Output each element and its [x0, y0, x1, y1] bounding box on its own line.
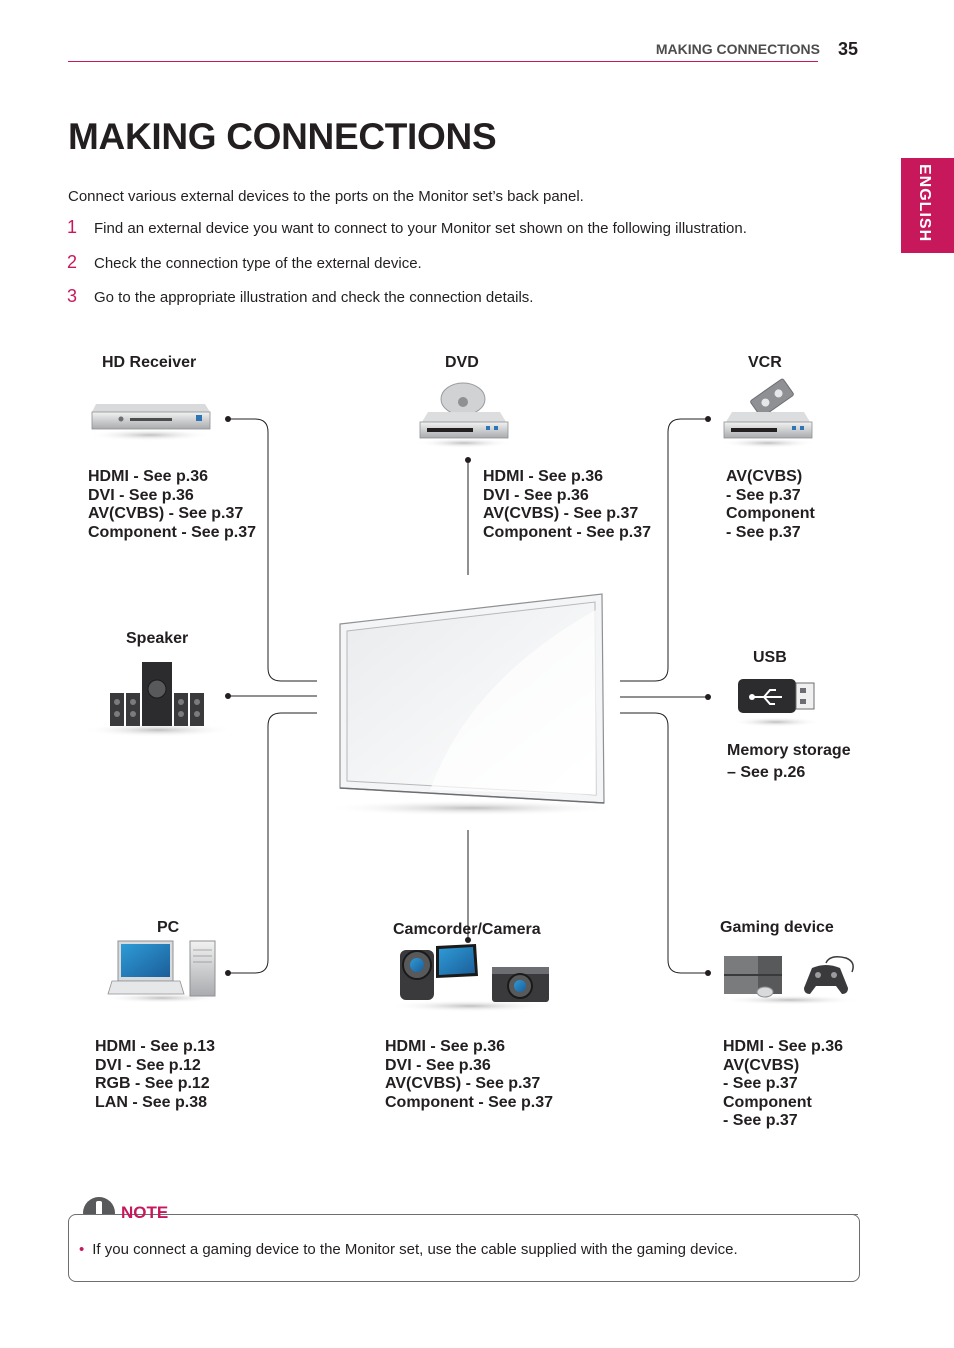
pc-illustration: [102, 940, 222, 1003]
connection-line: Component - See p.37: [88, 523, 257, 541]
label-hd-receiver: HD Receiver: [102, 354, 197, 371]
connection-line: DVI - See p.12: [95, 1056, 201, 1074]
label-gaming-device: Gaming device: [720, 919, 834, 936]
note-label: NOTE: [121, 1203, 169, 1222]
pc-connections: HDMI - See p.13 DVI - See p.12 RGB - See…: [95, 1038, 215, 1112]
page-number: 35: [838, 39, 859, 59]
hd-receiver-illustration: [88, 404, 212, 441]
label-usb: USB: [753, 649, 787, 666]
connection-line: DVI - See p.36: [88, 486, 194, 504]
connection-line: - See p.37: [726, 486, 801, 504]
gaming-device-illustration: [720, 956, 860, 1005]
connection-line: Component: [726, 505, 815, 523]
camcorder-camera-illustration: [390, 944, 550, 1012]
hd-receiver-connections: HDMI - See p.36 DVI - See p.36 AV(CVBS) …: [88, 468, 256, 542]
note-text: • If you connect a gaming device to the M…: [79, 1241, 738, 1258]
connection-line: RGB - See p.12: [95, 1075, 210, 1093]
step-text: Go to the appropriate illustration and c…: [94, 289, 534, 306]
label-vcr: VCR: [748, 354, 782, 371]
note-box: [68, 1214, 860, 1282]
language-tab: ENGLISH: [901, 158, 954, 253]
step-text: Find an external device you want to conn…: [94, 220, 747, 237]
note-body: If you connect a gaming device to the Mo…: [92, 1241, 738, 1258]
connection-line: - See p.37: [723, 1112, 798, 1130]
usb-connections: Memory storage – See p.26: [727, 740, 851, 784]
dvd-player-illustration: [416, 382, 512, 448]
connection-line: Memory storage: [727, 742, 851, 759]
label-camcorder: Camcorder/Camera: [393, 921, 541, 938]
page-title: MAKING CONNECTIONS: [68, 116, 497, 157]
connection-line: DVI - See p.36: [385, 1056, 491, 1074]
label-pc: PC: [157, 919, 180, 936]
step-number: 3: [67, 286, 78, 306]
running-header-section: MAKING CONNECTIONS: [655, 41, 820, 57]
connection-line: AV(CVBS): [726, 468, 803, 485]
step-text: Check the connection type of the externa…: [94, 255, 422, 272]
monitor-illustration: [322, 593, 622, 816]
connection-dots: [225, 416, 711, 976]
connection-line: DVI - See p.36: [483, 486, 589, 504]
connection-lines: [228, 418, 708, 974]
speaker-illustration: [83, 662, 233, 737]
usb-stick-illustration: [731, 679, 821, 727]
camcorder-connections: HDMI - See p.36 DVI - See p.36 AV(CVBS) …: [385, 1038, 553, 1112]
vcr-illustration: [720, 378, 816, 448]
bullet-icon: •: [79, 1241, 85, 1258]
note-rule: [190, 1214, 858, 1215]
connection-line: Component - See p.37: [385, 1093, 554, 1111]
connection-line: Component - See p.37: [483, 523, 652, 541]
connection-line: HDMI - See p.36: [88, 468, 209, 485]
connection-line: - See p.37: [723, 1075, 798, 1093]
label-speaker: Speaker: [126, 630, 189, 647]
connection-line: LAN - See p.38: [95, 1093, 208, 1111]
connection-line: AV(CVBS) - See p.37: [385, 1075, 541, 1093]
connection-line: AV(CVBS): [723, 1056, 800, 1074]
connection-line: HDMI - See p.36: [723, 1038, 844, 1055]
vcr-connections: AV(CVBS) - See p.37 Component - See p.37: [726, 468, 815, 542]
label-dvd: DVD: [445, 354, 479, 371]
connection-line: - See p.37: [726, 523, 801, 541]
connection-line: HDMI - See p.13: [95, 1038, 216, 1055]
connection-line: – See p.26: [727, 764, 806, 781]
gaming-connections: HDMI - See p.36 AV(CVBS) - See p.37 Comp…: [723, 1038, 843, 1131]
step-number: 2: [67, 252, 78, 272]
header-rule: [68, 61, 818, 62]
intro-text: Connect various external devices to the …: [68, 188, 584, 205]
connection-line: HDMI - See p.36: [483, 468, 604, 485]
connection-line: Component: [723, 1093, 812, 1111]
dvd-connections: HDMI - See p.36 DVI - See p.36 AV(CVBS) …: [483, 468, 651, 542]
connection-line: AV(CVBS) - See p.37: [483, 505, 639, 523]
step-number: 1: [67, 217, 78, 237]
connection-line: AV(CVBS) - See p.37: [88, 505, 244, 523]
connection-line: HDMI - See p.36: [385, 1038, 506, 1055]
